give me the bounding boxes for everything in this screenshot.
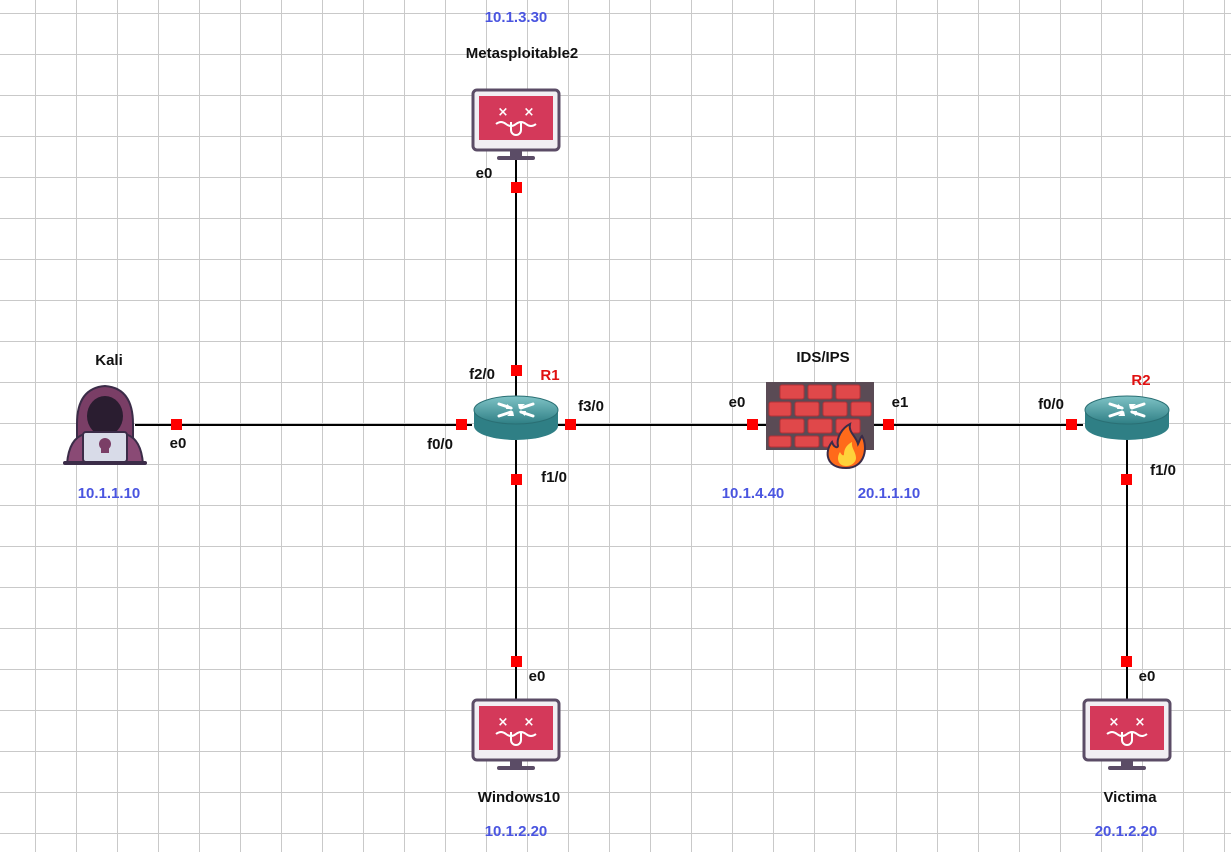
hacker-icon (63, 384, 147, 465)
port-label-windows10-e0: e0 (528, 668, 546, 685)
port-label-r1-f1-0: f1/0 (541, 469, 567, 486)
port-label-kali-e0: e0 (169, 435, 187, 452)
metasploitable-ip: 10.1.3.30 (484, 9, 548, 26)
ids-ips-ip-e1: 20.1.1.10 (857, 485, 921, 502)
r1-name: R1 (540, 367, 560, 384)
metasploitable-name: Metasploitable2 (465, 45, 579, 62)
vm-monitor-dead-icon (471, 698, 561, 772)
router-icon (1083, 394, 1171, 442)
kali-name: Kali (95, 352, 123, 369)
port-label-metasploitable-e0: e0 (475, 165, 493, 182)
port-marker[interactable] (1121, 474, 1132, 485)
port-marker[interactable] (1066, 419, 1077, 430)
port-marker[interactable] (511, 182, 522, 193)
port-label-ids-e1: e1 (891, 394, 909, 411)
port-label-r2-f1-0: f1/0 (1150, 462, 1176, 479)
ids-ips-ip-e0: 10.1.4.40 (721, 485, 785, 502)
victima-ip: 20.1.2.20 (1094, 823, 1158, 840)
port-markers (171, 182, 1132, 667)
port-marker[interactable] (747, 419, 758, 430)
r1-node[interactable] (472, 394, 560, 442)
windows10-node[interactable] (471, 698, 561, 772)
port-marker[interactable] (511, 474, 522, 485)
victima-node[interactable] (1082, 698, 1172, 772)
port-marker[interactable] (883, 419, 894, 430)
victima-name: Victima (1103, 789, 1157, 806)
r2-node[interactable] (1083, 394, 1171, 442)
port-label-ids-e0: e0 (728, 394, 746, 411)
windows10-name: Windows10 (477, 789, 561, 806)
firewall-icon (766, 382, 874, 470)
port-marker[interactable] (456, 419, 467, 430)
router-icon (472, 394, 560, 442)
port-marker[interactable] (511, 656, 522, 667)
ids-ips-node[interactable] (766, 382, 874, 470)
r2-name: R2 (1131, 372, 1151, 389)
port-label-r1-f0-0: f0/0 (427, 436, 453, 453)
port-marker[interactable] (565, 419, 576, 430)
ids-ips-name: IDS/IPS (796, 349, 850, 366)
port-marker[interactable] (171, 419, 182, 430)
vm-monitor-dead-icon (1082, 698, 1172, 772)
metasploitable-node[interactable] (471, 88, 561, 162)
port-marker[interactable] (1121, 656, 1132, 667)
port-label-victima-e0: e0 (1138, 668, 1156, 685)
port-marker[interactable] (511, 365, 522, 376)
windows10-ip: 10.1.2.20 (484, 823, 548, 840)
port-label-r1-f3-0: f3/0 (578, 398, 604, 415)
port-label-r1-f2-0: f2/0 (469, 366, 495, 383)
kali-ip: 10.1.1.10 (77, 485, 141, 502)
kali-node[interactable] (63, 384, 147, 465)
links (135, 160, 1128, 700)
port-label-r2-f0-0: f0/0 (1038, 396, 1064, 413)
vm-monitor-dead-icon (471, 88, 561, 162)
